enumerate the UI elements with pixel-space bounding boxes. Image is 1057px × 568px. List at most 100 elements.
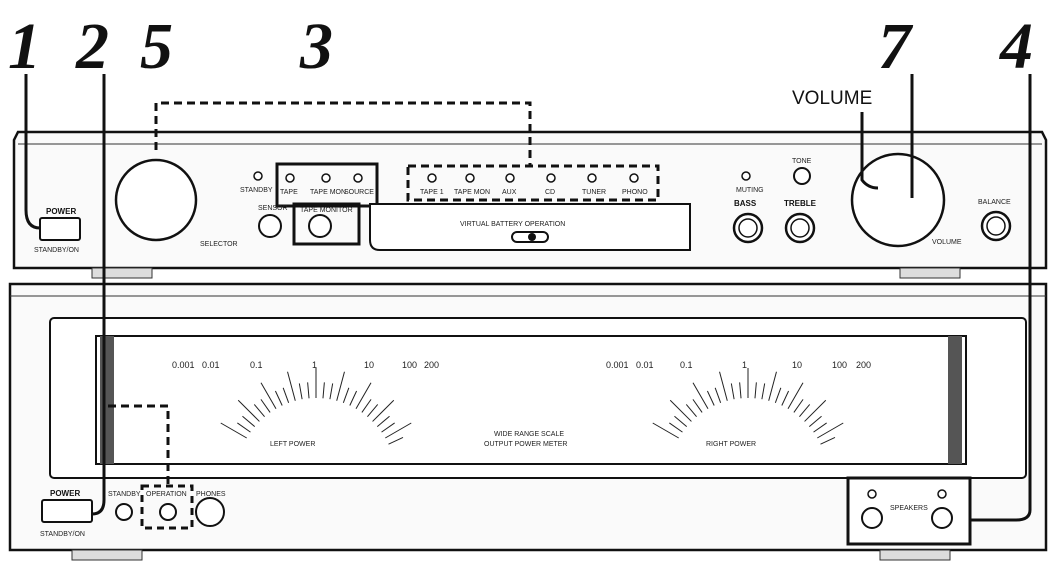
meter-right-scale-line (669, 399, 692, 422)
source-label-tape1: TAPE 1 (420, 189, 444, 196)
speakers-label: SPEAKERS (890, 505, 928, 512)
source-indicators-box (406, 164, 660, 202)
power-button-bottom[interactable] (41, 499, 93, 523)
meter-left-tick-3: 1 (312, 360, 317, 370)
source-led-tape-mon (465, 173, 475, 183)
source-led-tape1 (427, 173, 437, 183)
bottom-unit-foot-right (879, 549, 951, 561)
meter-right-scale-line (774, 387, 782, 403)
meter-window-edge-right (948, 336, 962, 464)
tape-indicator-led (285, 173, 295, 183)
tape-mon-indicator-label: TAPE MON (310, 189, 346, 196)
meter-right-caption: RIGHT POWER (706, 441, 756, 448)
tone-button[interactable] (793, 167, 811, 185)
meter-right-scale-line (754, 382, 757, 399)
meter-right-tick-1: 0.01 (636, 360, 654, 370)
source-led-tuner (587, 173, 597, 183)
callout-1: 1 (8, 10, 41, 83)
meter-right-tick-6: 200 (856, 360, 871, 370)
callout-2: 2 (75, 10, 109, 83)
power-label-bottom: POWER (50, 489, 80, 498)
treble-knob[interactable] (784, 212, 816, 244)
meter-window (95, 335, 967, 465)
meter-left-scale-line (388, 436, 404, 445)
source-label-aux: AUX (502, 189, 517, 196)
meter-left-scale-line (274, 390, 283, 406)
meter-right-scale-line (685, 404, 697, 418)
speakers-a-button[interactable] (861, 507, 883, 529)
meter-right-scale-line (793, 399, 804, 413)
meter-left-scale-line (367, 404, 379, 418)
virtual-battery-switch-knob (528, 233, 536, 241)
bass-knob-inner (738, 218, 758, 238)
meter-left-scale-line (385, 422, 412, 439)
meter-left-tick-5: 100 (402, 360, 417, 370)
bass-knob[interactable] (732, 212, 764, 244)
meter-right-tick-3: 1 (742, 360, 747, 370)
muting-indicator (741, 171, 751, 181)
bottom-unit-foot-left (71, 549, 143, 561)
meter-right-scale-line (730, 383, 735, 400)
meter-left-scale-line (349, 390, 358, 406)
speakers-b-button[interactable] (931, 507, 953, 529)
selector-leader-line (154, 101, 532, 166)
phones-jack[interactable] (195, 497, 225, 527)
meter-left-scale-line (287, 371, 296, 401)
meter-right-scale-line (808, 415, 822, 427)
standby-on-label-top: STANDBY/ON (34, 247, 79, 254)
meter-left-scale-line (220, 422, 247, 439)
source-label-cd: CD (545, 189, 555, 196)
operation-leader-line (108, 404, 170, 486)
standby-indicator (253, 171, 263, 181)
meter-right-scale-line (714, 387, 722, 403)
muting-label: MUTING (736, 187, 764, 194)
meter-left-tick-1: 0.01 (202, 360, 220, 370)
source-indicator-led (353, 173, 363, 183)
tape-monitor-box (292, 202, 361, 246)
meter-right-tick-4: 10 (792, 360, 802, 370)
tone-label: TONE (792, 158, 812, 165)
balance-knob[interactable] (980, 210, 1012, 242)
meter-left-scale-line (282, 387, 290, 403)
source-led-aux (505, 173, 515, 183)
tape-monitor-button[interactable] (308, 214, 332, 238)
source-label-tape-mon: TAPE MON (454, 189, 490, 196)
tape-mon-indicator-led (321, 173, 331, 183)
meter-right-scale-line (761, 383, 766, 400)
meter-left-caption: LEFT POWER (270, 441, 315, 448)
callout-2-leader-line (91, 74, 106, 516)
meter-left-scale-line (322, 382, 325, 399)
operation-box (140, 484, 194, 530)
power-button-top[interactable] (39, 217, 81, 241)
power-label-top: POWER (46, 207, 76, 216)
meter-window-edge-left (100, 336, 114, 464)
selector-knob[interactable] (114, 158, 198, 242)
meter-right-scale-line (817, 422, 844, 439)
meter-left-scale-line (361, 399, 372, 413)
callout-5: 5 (140, 10, 173, 83)
meter-left-scale-line (242, 415, 256, 427)
tape-indicator-label: TAPE (280, 189, 298, 196)
callout-1-leader-line (24, 74, 41, 230)
volume-label: VOLUME (932, 239, 962, 246)
meter-left-scale-line (307, 382, 310, 399)
volume-leader-line (860, 112, 879, 190)
meter-right-scale-line (674, 415, 688, 427)
meter-right-scale-line (804, 399, 827, 422)
source-indicator-label: SOURCE (344, 189, 374, 196)
bottom-unit: 0.001 0.01 0.1 1 10 100 200 LEFT POWER W… (8, 282, 1048, 561)
meter-left-scale-line (260, 382, 277, 409)
meter-left-scale-line (260, 399, 271, 413)
standby-indicator-bottom (115, 503, 133, 521)
meter-left-scale-line (376, 415, 390, 427)
meter-right-scale-lines (652, 368, 844, 445)
volume-knob[interactable] (850, 152, 946, 248)
bass-label: BASS (734, 199, 757, 208)
treble-label: TREBLE (784, 199, 817, 208)
balance-knob-inner (986, 216, 1006, 236)
meter-right-tick-5: 100 (832, 360, 847, 370)
meter-left-scale-line (381, 422, 395, 433)
meter-left-scale-line (253, 404, 265, 418)
meter-right-scale-line (768, 371, 777, 401)
